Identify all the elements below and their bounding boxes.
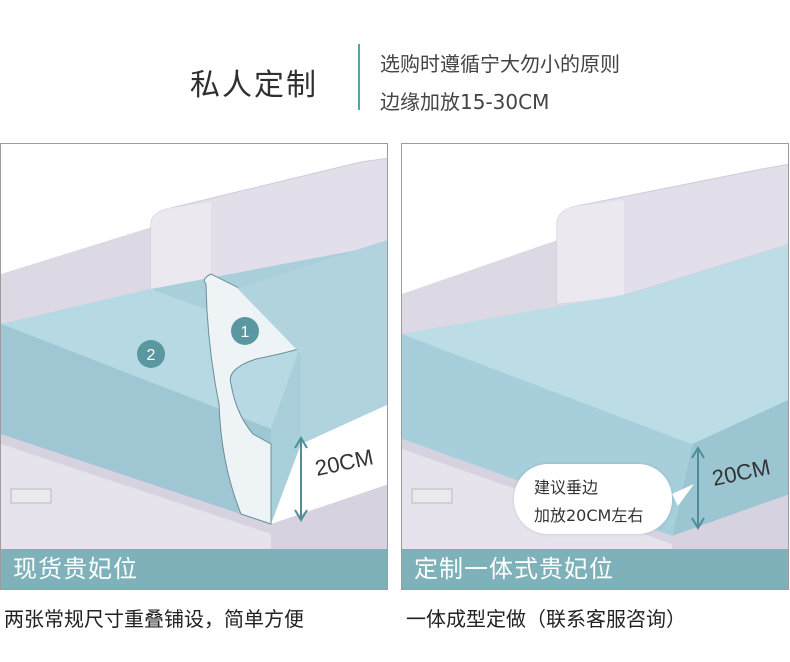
armrest-front [151,202,211,304]
tip-line-2: 加放20CM左右 [534,506,644,525]
header: 私人定制 选购时遵循宁大勿小的原则 边缘加放15-30CM [0,0,790,130]
right-banner: 定制一体式贵妃位 [402,549,788,589]
left-sofa-illustration: 1 2 20CM [1,157,387,589]
sofa-foot [411,488,453,504]
sofa-foot [10,488,52,504]
dimension-arrow-bottom [294,509,308,522]
subtitle-line-1: 选购时遵循宁大勿小的原则 [380,52,620,76]
cover-side [672,399,788,536]
left-caption: 两张常规尺寸重叠铺设，简单方便 [4,607,304,631]
left-panel: 1 2 20CM 现货贵妃位 [0,143,388,590]
dimension-arrow-top [691,446,705,459]
title-divider [358,44,360,110]
bubble-tail [672,484,694,506]
page-title: 私人定制 [190,68,318,103]
tip-bubble: 建议垂边 加放20CM左右 [514,464,672,534]
subtitle-line-2: 边缘加放15-30CM [380,90,550,114]
marker-one [231,317,259,345]
right-caption: 一体成型定做（联系客服咨询） [406,607,686,631]
right-panel: 20CM 建议垂边 加放20CM左右 定制一体式贵妃位 [401,143,789,590]
left-banner: 现货贵妃位 [1,549,387,589]
marker-one-label: 1 [241,324,250,341]
cover-one [237,240,387,444]
armrest-front [557,200,624,304]
marker-two [137,340,165,368]
dimension-arrow-top [294,436,308,449]
dimension-arrow-bottom [691,517,705,530]
dimension-label: 20CM [313,444,376,481]
cover-two-front [1,324,271,524]
tip-line-1: 建议垂边 [534,478,599,497]
cover-top [402,244,788,444]
marker-two-label: 2 [147,347,156,364]
